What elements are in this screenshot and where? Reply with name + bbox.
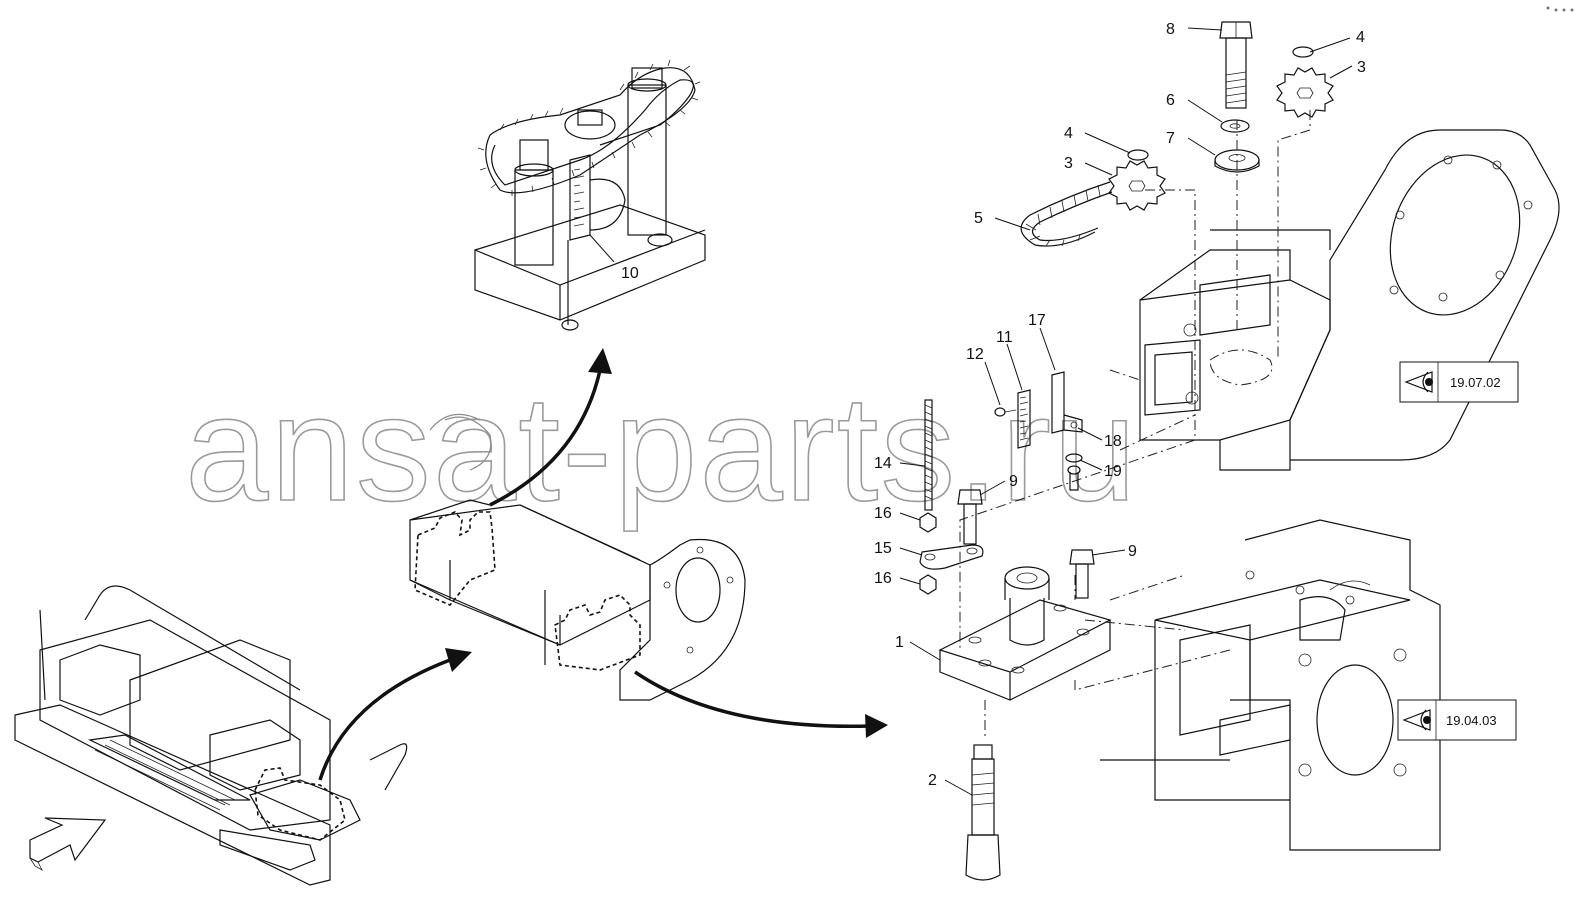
- callout-15: 15: [874, 540, 892, 557]
- ref-code: 19.07.02: [1450, 375, 1501, 390]
- eye-icon: [1404, 371, 1433, 393]
- threaded-rod-14: [924, 399, 933, 511]
- frame-bracket-upper: [1139, 129, 1560, 471]
- callout-2: 2: [928, 772, 937, 789]
- pin-2: [965, 744, 1001, 881]
- callout-18: 18: [1104, 433, 1122, 450]
- callout-3: 3: [1357, 59, 1366, 76]
- base-plate-1: [938, 566, 1112, 701]
- circlip-4-right: [1292, 46, 1314, 58]
- callout-8: 8: [1166, 21, 1175, 38]
- spacer-7: [1214, 149, 1260, 173]
- assembly-center-lines: [959, 110, 1311, 740]
- callout-1: 1: [895, 634, 904, 651]
- corner-marks: [1546, 6, 1574, 12]
- callout-9: 9: [1009, 473, 1018, 490]
- machine-overview: [14, 585, 408, 886]
- chain-drive-detail: [474, 59, 706, 331]
- nut-16-upper: [919, 512, 937, 533]
- callout-17: 17: [1028, 312, 1046, 329]
- callout-10: 10: [621, 265, 639, 282]
- link-plate-15: [919, 544, 984, 570]
- callout-5: 5: [974, 210, 983, 227]
- direction-arrow-icon: [29, 817, 107, 872]
- middle-assembly: [409, 413, 746, 701]
- frame-bracket-lower: [1100, 519, 1441, 851]
- callout-leaders: [589, 27, 1353, 796]
- callout-12: 12: [966, 346, 984, 363]
- callout-14: 14: [874, 455, 892, 472]
- circlip-4-left: [1127, 149, 1149, 161]
- scale-11: [1017, 389, 1031, 449]
- screw-19: [1067, 465, 1081, 491]
- eye-icon: [1402, 709, 1431, 731]
- callout-7: 7: [1166, 130, 1175, 147]
- callout-6: 6: [1166, 92, 1175, 109]
- nut-16-lower: [919, 574, 937, 595]
- callout-4: 4: [1064, 125, 1073, 142]
- callout-11: 11: [996, 329, 1013, 346]
- callout-19: 19: [1104, 463, 1122, 480]
- ref-code: 19.04.03: [1446, 713, 1497, 728]
- callout-4: 4: [1356, 29, 1365, 46]
- washer-6: [1220, 119, 1250, 133]
- callout-3: 3: [1064, 155, 1073, 172]
- washer-18: [1065, 453, 1083, 463]
- callout-16: 16: [874, 505, 892, 522]
- watermark-text: ansat-parts.ru: [185, 364, 1138, 532]
- flow-arrows: [318, 348, 888, 781]
- bolt-8: [1219, 21, 1253, 109]
- callout-9: 9: [1128, 543, 1137, 560]
- callout-labels: 8 4 3 6 7 4 3 5 10 17 11 12 18 14 19 9 1…: [621, 21, 1366, 789]
- bolt-9-lower: [1069, 549, 1095, 599]
- ref-box-19-04-03[interactable]: 19.04.03: [1397, 699, 1517, 741]
- bolt-9-upper: [957, 489, 983, 545]
- callout-16: 16: [874, 570, 892, 587]
- ref-box-19-07-02[interactable]: 19.07.02: [1399, 361, 1519, 403]
- sprocket-3-left: [1108, 160, 1166, 211]
- sprocket-3-right: [1276, 67, 1334, 118]
- chain-5: [1020, 181, 1113, 247]
- screw-12: [994, 407, 1017, 417]
- bracket-17: [1051, 371, 1083, 434]
